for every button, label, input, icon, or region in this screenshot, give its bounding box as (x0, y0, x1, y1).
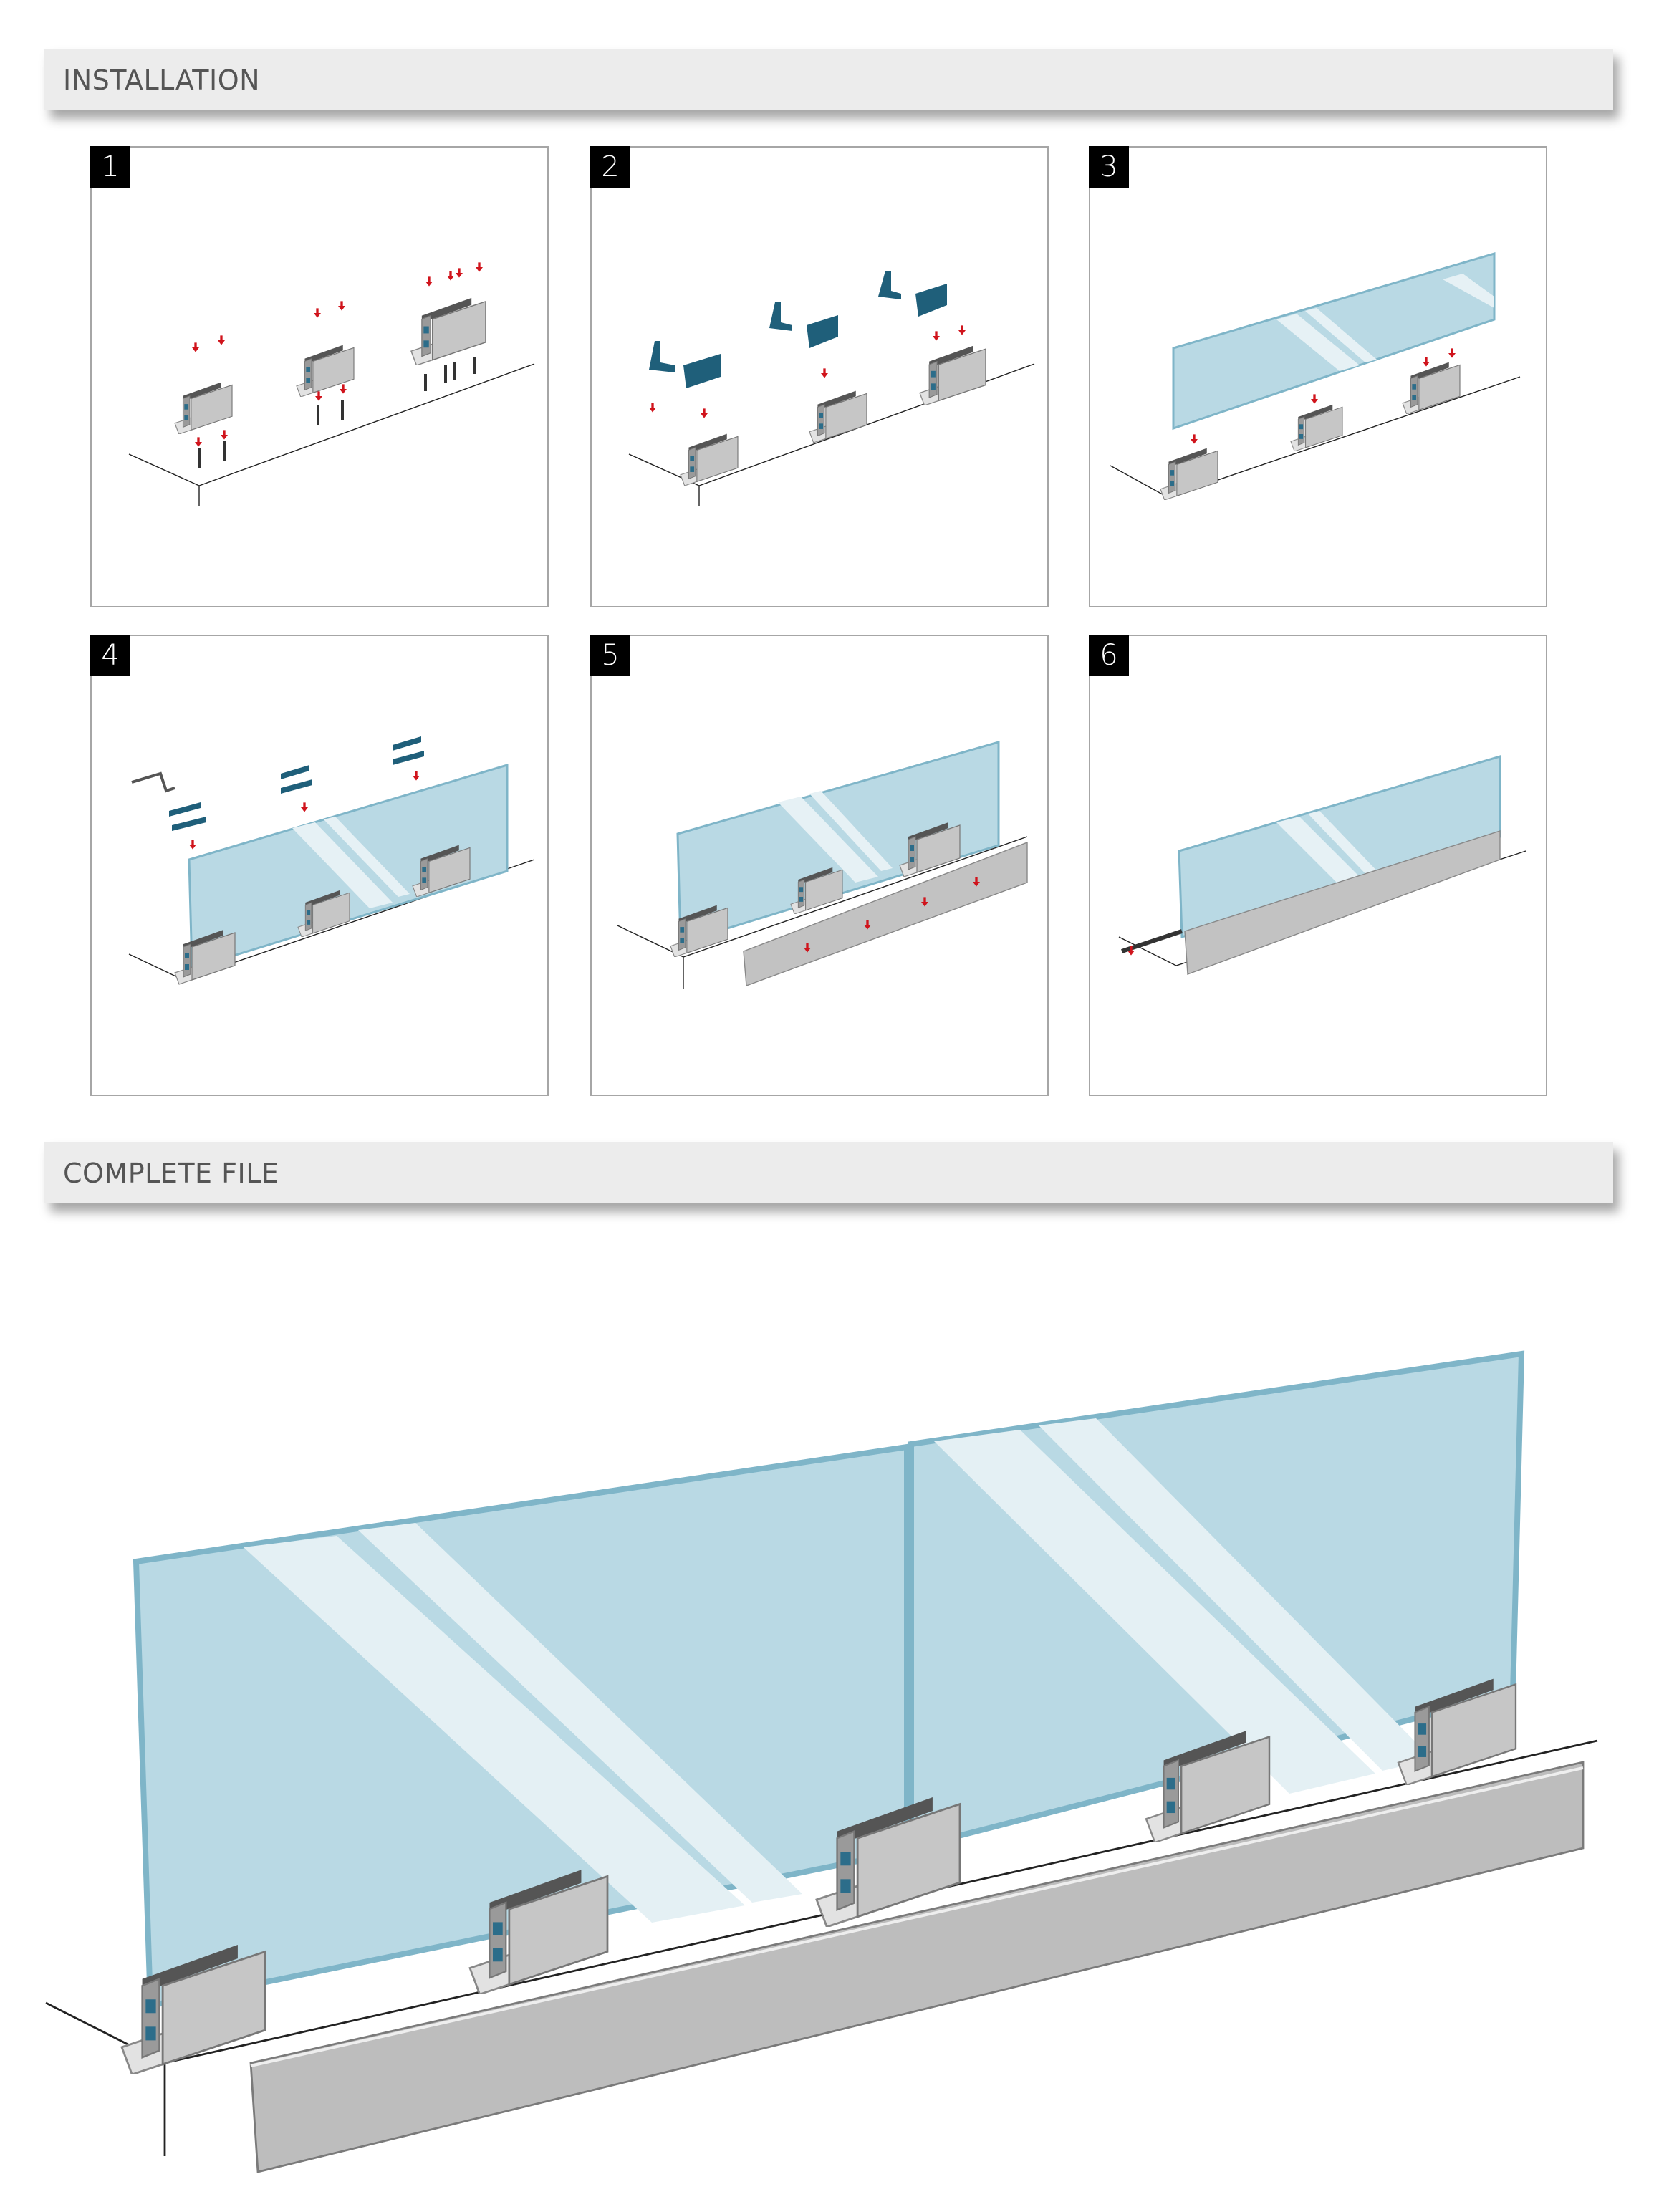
complete-file-header: COMPLETE FILE (44, 1142, 1613, 1203)
step-number: 5 (590, 635, 630, 676)
step-6-illustration (1118, 754, 1526, 975)
step-panel-1: 1 (90, 146, 549, 607)
step-5-illustration (617, 741, 1028, 989)
installation-title: INSTALLATION (63, 64, 261, 96)
step-panel-4: 4 (90, 635, 549, 1096)
step-number: 6 (1089, 635, 1129, 676)
complete-file-title: COMPLETE FILE (63, 1158, 279, 1189)
step-3-illustration (1110, 251, 1521, 500)
step-4-illustration (128, 736, 535, 986)
step-panel-6: 6 (1089, 635, 1547, 1096)
complete-file-illustration (45, 1350, 1598, 2173)
step-panel-5: 5 (590, 635, 1049, 1096)
step-number: 4 (90, 635, 130, 676)
cover-profile (249, 1761, 1585, 2173)
step-panel-3: 3 (1089, 146, 1547, 607)
glass-panel-right (908, 1350, 1525, 1852)
step-1-illustration (128, 262, 535, 506)
step-panel-2: 2 (590, 146, 1049, 607)
step-number: 1 (90, 146, 130, 188)
clamp-1 (122, 1945, 265, 2074)
glass-panel-left (133, 1443, 910, 2009)
step-number: 2 (590, 146, 630, 188)
step-2-illustration (628, 271, 1035, 506)
step-number: 3 (1089, 146, 1129, 188)
installation-header: INSTALLATION (44, 49, 1613, 110)
